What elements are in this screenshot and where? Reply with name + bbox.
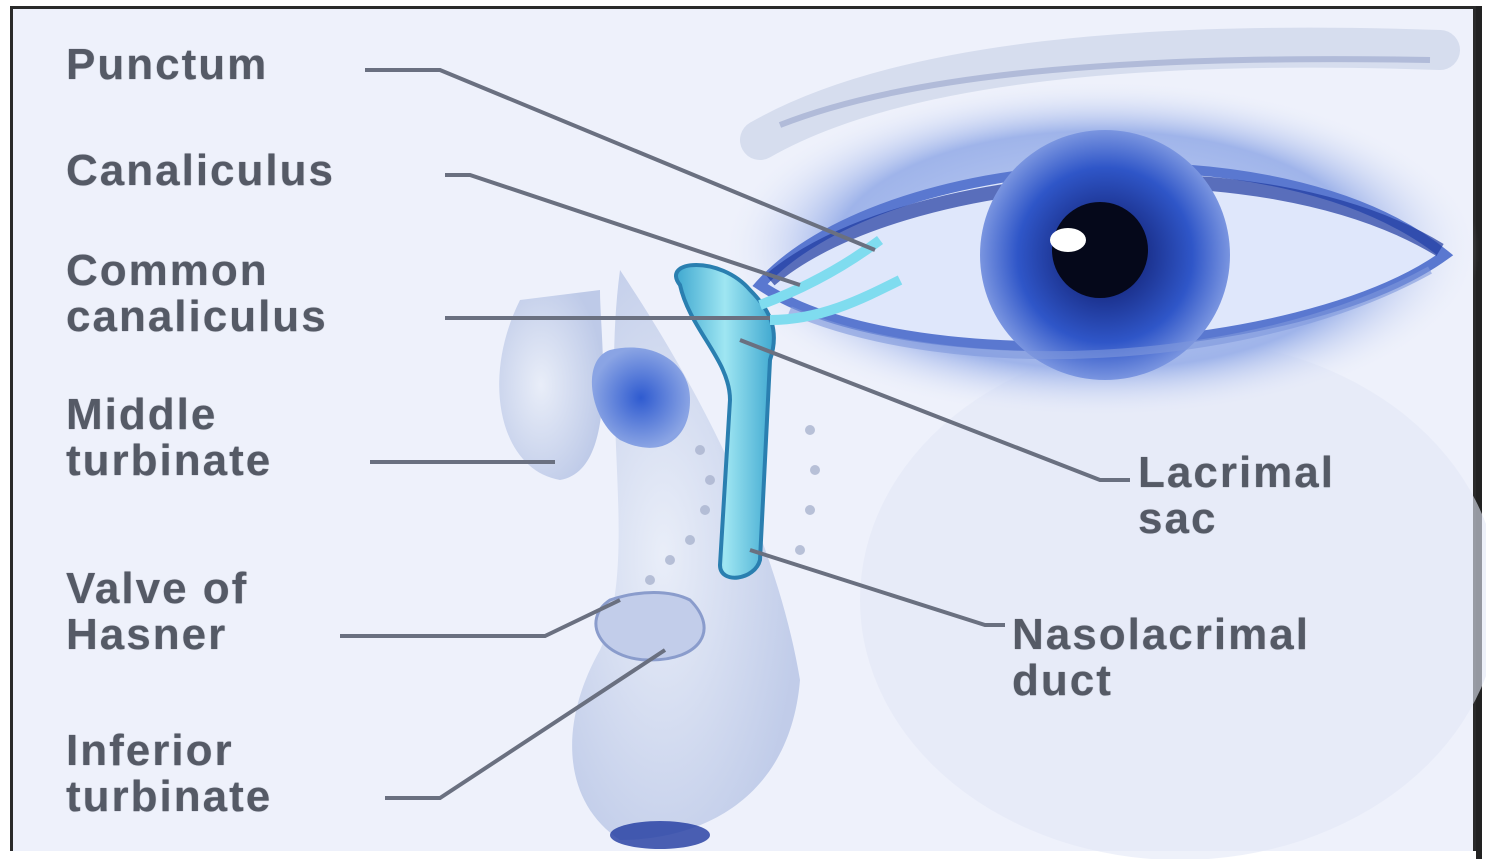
label-inferior-turbinate: Inferior turbinate (66, 728, 272, 820)
label-valve-of-hasner: Valve of Hasner (66, 566, 248, 658)
label-middle-turbinate: Middle turbinate (66, 392, 272, 484)
label-common-canaliculus-line2: canaliculus (66, 294, 328, 340)
leader-valve-of-hasner (340, 600, 620, 636)
label-nasolacrimal-duct-line1: Nasolacrimal (1012, 612, 1310, 658)
label-punctum: Punctum (66, 42, 268, 88)
label-middle-turbinate-line2: turbinate (66, 438, 272, 484)
label-inferior-turbinate-line2: turbinate (66, 774, 272, 820)
label-common-canaliculus: Common canaliculus (66, 248, 328, 340)
label-lacrimal-sac-line2: sac (1138, 496, 1335, 542)
label-canaliculus-text: Canaliculus (66, 148, 335, 194)
label-inferior-turbinate-line1: Inferior (66, 728, 272, 774)
eye-highlight (1050, 228, 1086, 252)
label-middle-turbinate-line1: Middle (66, 392, 272, 438)
label-valve-of-hasner-line2: Hasner (66, 612, 248, 658)
label-canaliculus: Canaliculus (66, 148, 335, 194)
label-lacrimal-sac: Lacrimal sac (1138, 450, 1335, 542)
label-nasolacrimal-duct: Nasolacrimal duct (1012, 612, 1310, 704)
label-nasolacrimal-duct-line2: duct (1012, 658, 1310, 704)
label-lacrimal-sac-line1: Lacrimal (1138, 450, 1335, 496)
nostril (610, 821, 710, 849)
label-punctum-text: Punctum (66, 42, 268, 88)
label-valve-of-hasner-line1: Valve of (66, 566, 248, 612)
label-common-canaliculus-line1: Common (66, 248, 328, 294)
